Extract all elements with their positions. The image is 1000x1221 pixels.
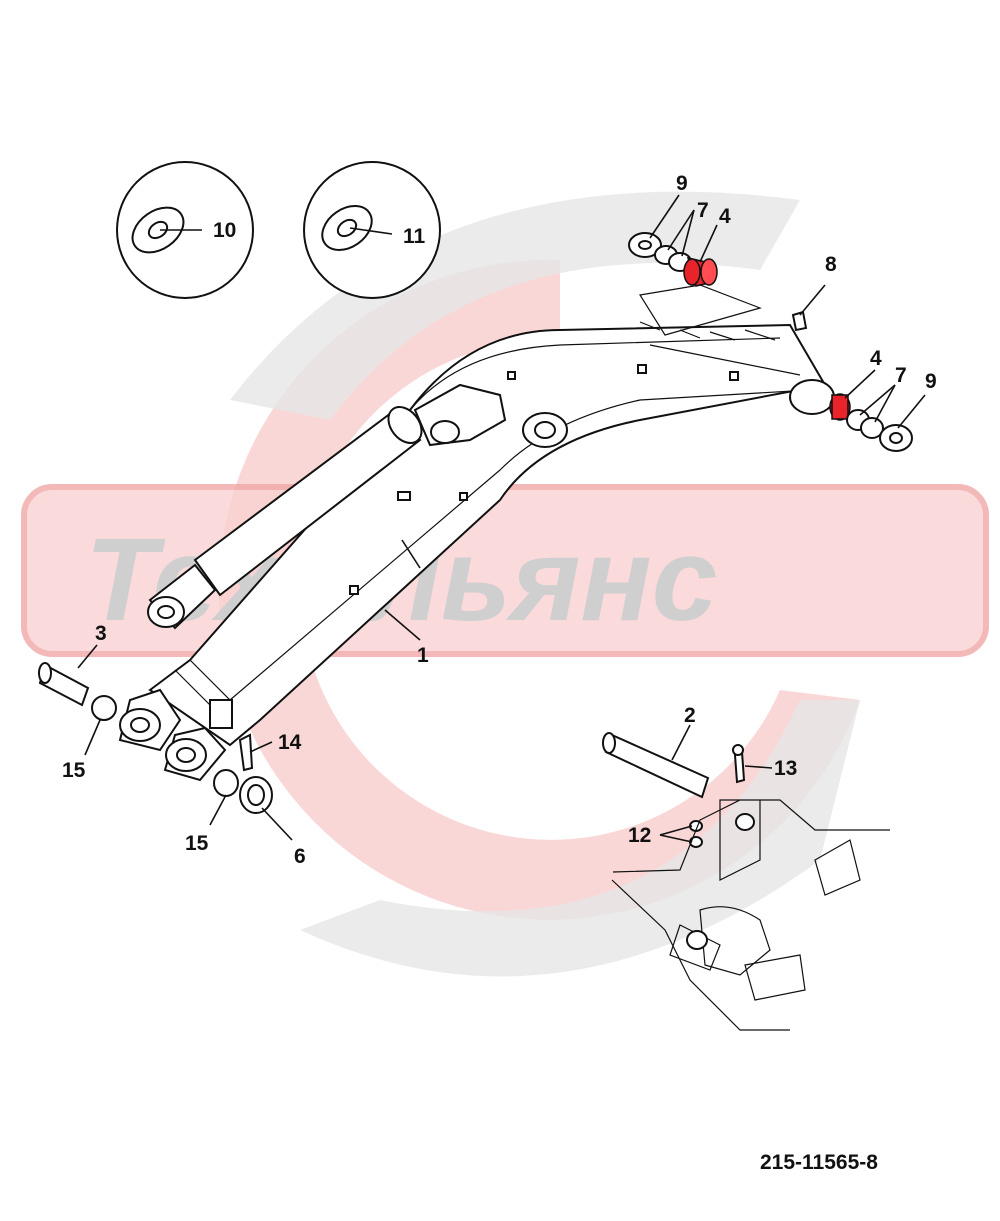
- callout-8: 8: [825, 253, 837, 276]
- watermark: ТехАльянс: [21, 191, 989, 977]
- callout-15-bottom: 15: [185, 832, 209, 855]
- callout-4-top: 4: [719, 205, 731, 228]
- callout-9-top: 9: [676, 172, 688, 195]
- foot-pin-set: [38, 662, 273, 814]
- detail-washer-11: [303, 161, 441, 299]
- callout-10: 10: [213, 219, 236, 242]
- callout-11: 11: [403, 225, 426, 248]
- callout-14: 14: [278, 731, 302, 754]
- callout-13: 13: [774, 757, 797, 780]
- callout-12: 12: [628, 824, 651, 847]
- callout-1: 1: [417, 644, 429, 667]
- callout-7-top: 7: [697, 199, 709, 222]
- callout-4-right: 4: [870, 347, 882, 370]
- leader-lines: [77, 194, 926, 843]
- drawing-reference: 215-11565-8: [760, 1151, 878, 1174]
- boom-cylinder: [147, 406, 423, 630]
- callout-7-right: 7: [895, 364, 907, 387]
- callout-6: 6: [294, 845, 306, 868]
- callout-15-left: 15: [62, 759, 86, 782]
- right-bushing-set: [791, 310, 913, 452]
- pin-2-detail: [602, 732, 890, 1031]
- callout-9-right: 9: [925, 370, 937, 393]
- callout-2: 2: [684, 704, 696, 727]
- callouts: 10 11 9 7 4 8 4 7 9 1 3 15 14 15 6 2 13 …: [62, 172, 937, 868]
- watermark-swoosh-bottom: [300, 700, 860, 977]
- boom-assembly: [118, 321, 835, 782]
- callout-3: 3: [95, 622, 107, 645]
